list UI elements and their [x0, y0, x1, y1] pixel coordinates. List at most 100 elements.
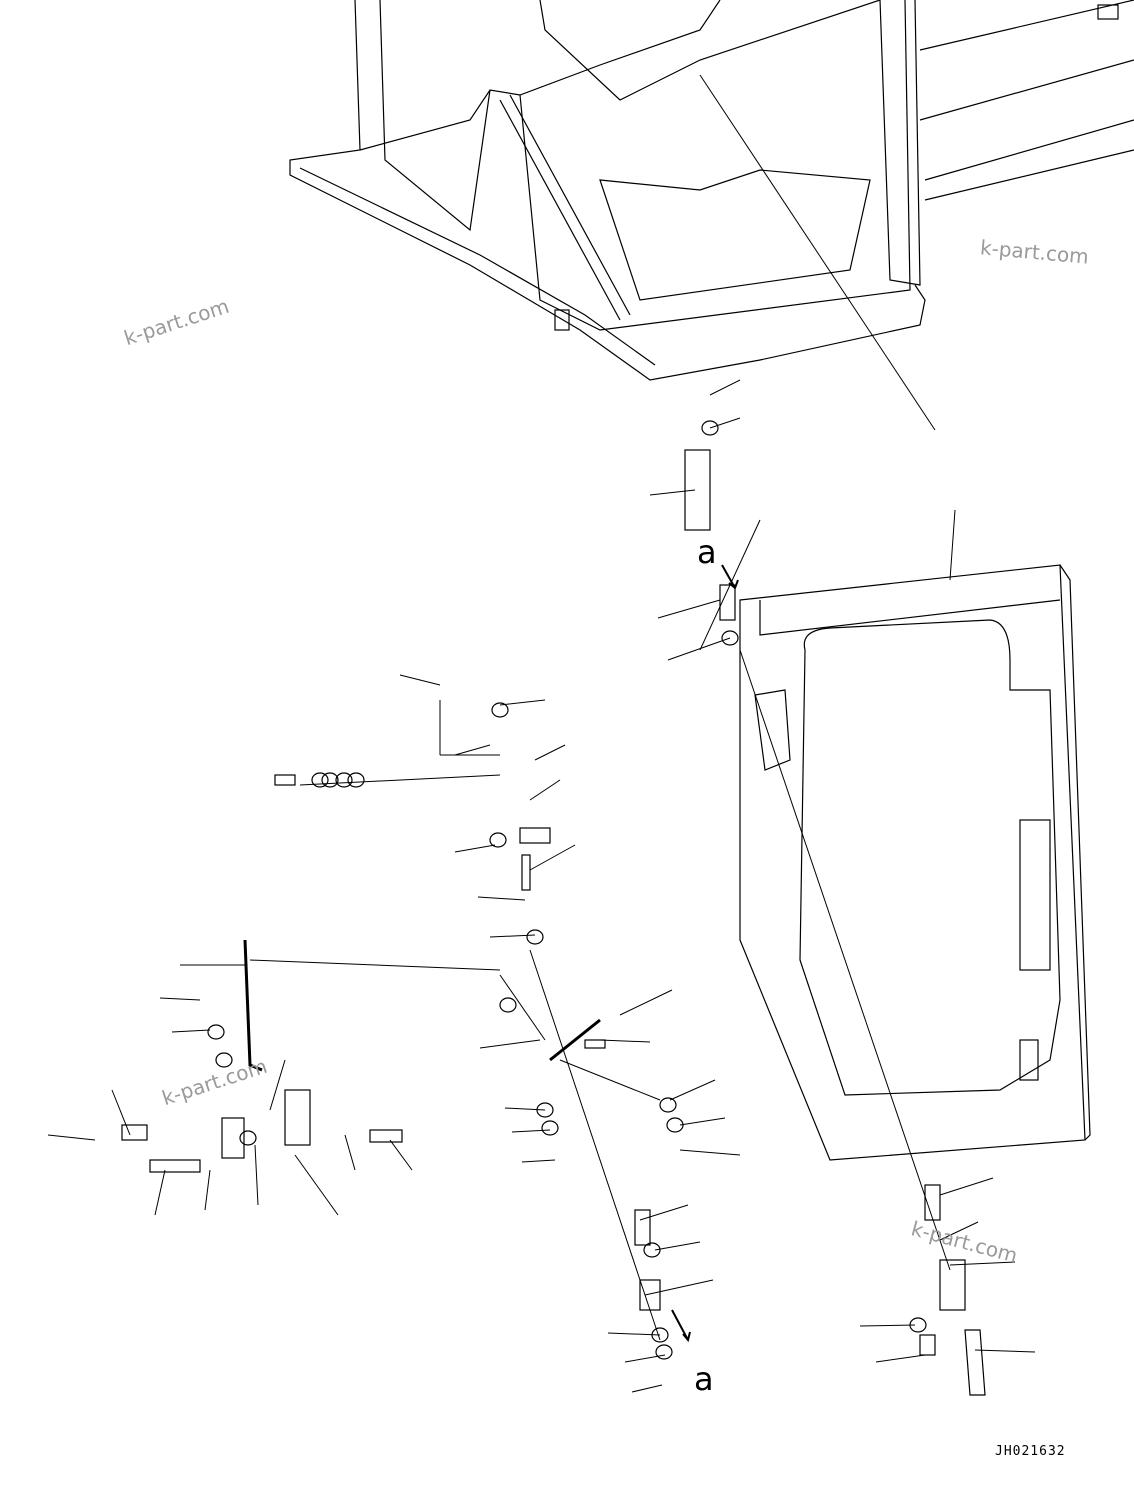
- leader-line: [299, 774, 501, 786]
- leader-line: [619, 989, 673, 1016]
- leader-lines: [47, 74, 1036, 1393]
- part: [149, 1159, 201, 1173]
- washer: [321, 772, 339, 788]
- leader-line: [454, 844, 496, 853]
- washer: [239, 1130, 257, 1146]
- leader-line: [624, 1354, 666, 1363]
- leader-line: [499, 974, 546, 1041]
- leader-line: [294, 1154, 339, 1216]
- leader-line: [47, 1134, 96, 1141]
- hinge-bracket: [964, 1329, 986, 1396]
- leader-line: [949, 509, 956, 581]
- leader-line: [489, 934, 536, 938]
- leader-line: [667, 637, 731, 661]
- leader-line: [111, 1089, 131, 1136]
- washer: [347, 772, 365, 788]
- drawing-code: JH021632: [995, 1444, 1066, 1459]
- part: [221, 1117, 245, 1159]
- leader-line: [949, 1261, 1016, 1266]
- part: [919, 1334, 936, 1356]
- rod: [243, 939, 601, 1072]
- washer: [215, 1052, 233, 1068]
- leader-line: [477, 896, 526, 901]
- leader-line: [679, 1149, 741, 1156]
- leader-line: [154, 1169, 166, 1216]
- part: [284, 1089, 311, 1146]
- part: [684, 449, 711, 531]
- leader-line: [204, 1169, 211, 1211]
- leader-line: [479, 1039, 541, 1049]
- leader-line: [529, 779, 561, 801]
- leader-line: [269, 1059, 286, 1111]
- washer: [659, 1097, 677, 1113]
- part: [939, 1259, 966, 1311]
- washer: [491, 702, 509, 718]
- leader-line: [534, 744, 566, 761]
- washer: [721, 630, 739, 646]
- part: [639, 1279, 661, 1311]
- leader-line: [389, 1139, 413, 1171]
- reference-mark-a-top: a: [697, 533, 717, 571]
- leader-line: [875, 1354, 926, 1363]
- leader-line: [657, 599, 721, 619]
- leader-line: [699, 74, 936, 431]
- leader-line: [249, 959, 501, 971]
- part: [924, 1184, 941, 1221]
- reference-mark-a-bottom: a: [694, 1360, 714, 1398]
- leader-line: [709, 417, 741, 429]
- part: [521, 854, 531, 891]
- leader-line: [669, 1079, 716, 1101]
- leader-line: [859, 1324, 916, 1327]
- leader-line: [639, 1204, 689, 1221]
- part: [584, 1039, 606, 1049]
- leader-line: [521, 1159, 556, 1163]
- leader-line: [654, 1241, 701, 1251]
- leader-line: [939, 1221, 979, 1241]
- washer: [335, 772, 353, 788]
- cab-frame: [289, 0, 1134, 381]
- washer: [643, 1242, 661, 1258]
- washer: [311, 772, 329, 788]
- leader-line: [529, 949, 661, 1341]
- washer: [541, 1120, 559, 1136]
- leader-line: [644, 1279, 714, 1296]
- leader-line: [499, 699, 546, 706]
- part: [369, 1129, 403, 1143]
- part: [634, 1209, 651, 1246]
- leader-line: [504, 1107, 546, 1111]
- leader-line: [599, 1039, 651, 1043]
- leader-line: [399, 674, 441, 686]
- leader-line: [709, 379, 741, 396]
- part: [719, 584, 736, 621]
- washer: [499, 997, 517, 1013]
- small-parts: [121, 420, 986, 1396]
- leader-line: [159, 997, 201, 1001]
- leader-line: [454, 744, 491, 756]
- leader-line: [699, 519, 761, 651]
- leader-line: [739, 649, 951, 1271]
- washer: [655, 1344, 673, 1360]
- leader-line: [679, 1117, 726, 1126]
- leader-line: [607, 1332, 661, 1336]
- washer: [526, 929, 544, 945]
- washer: [207, 1024, 225, 1040]
- leader-line: [559, 1059, 661, 1101]
- leader-line: [939, 1177, 994, 1196]
- leader-line: [254, 1144, 259, 1206]
- door-assembly: [739, 564, 1091, 1161]
- part: [519, 827, 551, 844]
- leader-line: [171, 1029, 211, 1033]
- leader-line: [529, 844, 576, 871]
- leader-line: [649, 489, 696, 496]
- leader-line: [631, 1384, 663, 1393]
- washer: [489, 832, 507, 848]
- part: [121, 1124, 148, 1141]
- part: [274, 774, 296, 786]
- washer: [701, 420, 719, 436]
- leader-line: [974, 1349, 1036, 1353]
- arrow-icon: [671, 564, 739, 1343]
- leader-line: [344, 1134, 356, 1171]
- leader-line: [511, 1129, 551, 1133]
